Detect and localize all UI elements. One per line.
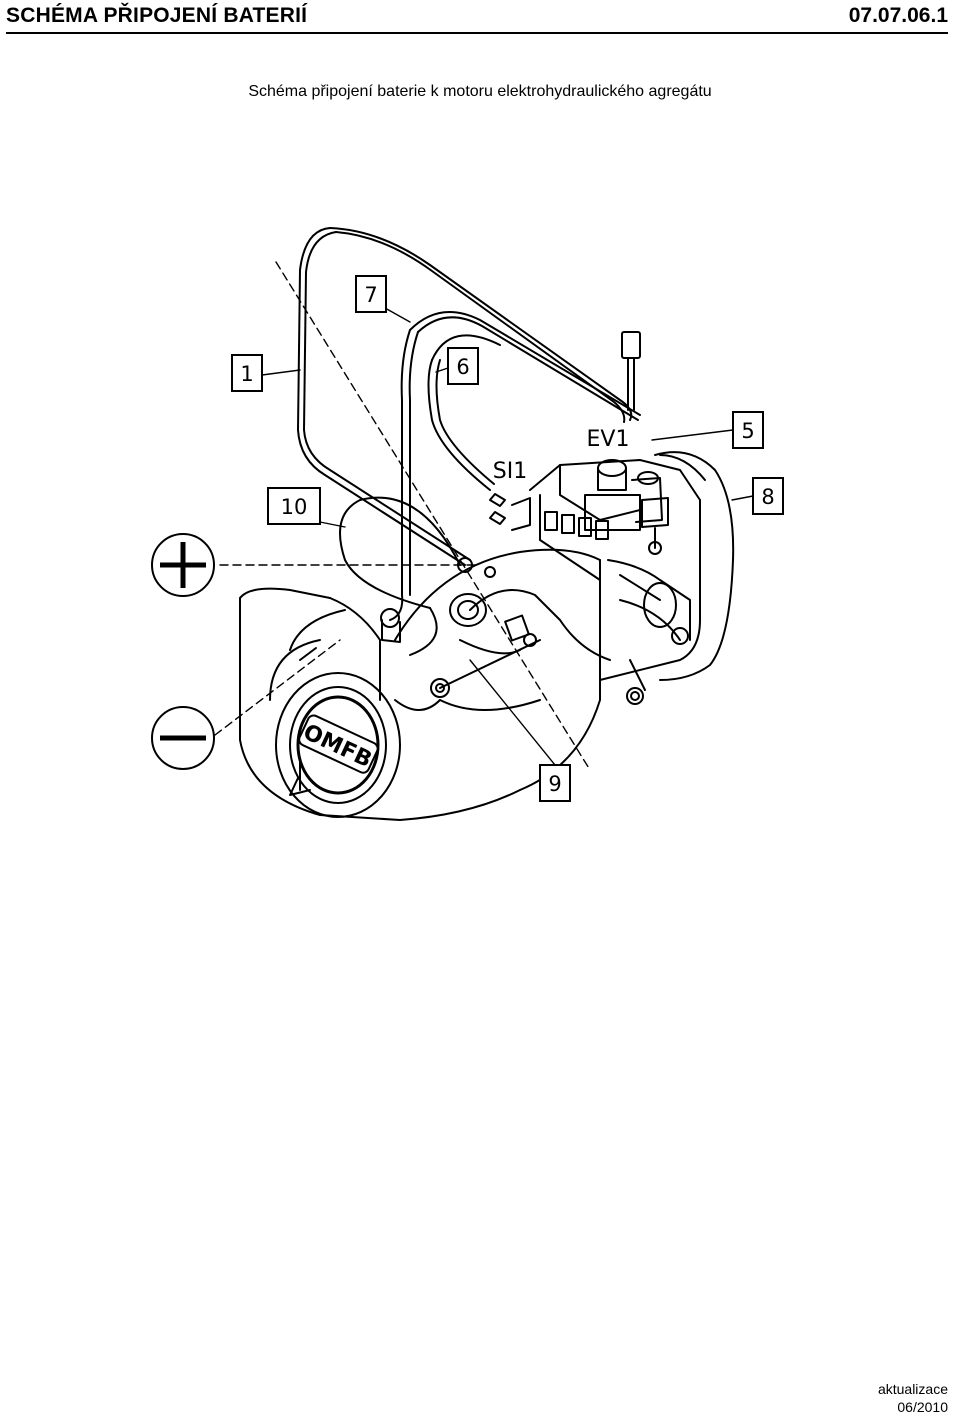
ev1-label: EV1	[587, 427, 630, 452]
motor-logo: OMFB	[298, 714, 379, 774]
page-header: SCHÉMA PŘIPOJENÍ BATERIÍ 07.07.06.1	[6, 2, 948, 34]
pump-block	[529, 459, 701, 705]
callout-9-box	[539, 764, 571, 802]
negative-terminal-icon	[151, 706, 215, 770]
callout-leader-lines	[261, 307, 754, 766]
callout-5-label: 5	[741, 419, 754, 443]
document-number: 07.07.06.1	[848, 4, 948, 27]
dashed-guide-lines	[214, 261, 591, 771]
callout-8-box	[752, 477, 784, 515]
callout-6-label: 6	[456, 355, 469, 379]
callout-10-label: 10	[281, 495, 308, 519]
callout-7-label: 7	[364, 283, 377, 307]
callout-8-label: 8	[761, 485, 774, 509]
solenoid-valve	[584, 459, 669, 555]
footer-update-label: aktualizace	[877, 1381, 948, 1397]
callout-1-box	[231, 354, 263, 392]
callout-6-box	[447, 347, 479, 385]
callout-1-label: 1	[240, 362, 253, 386]
battery-terminals	[151, 533, 215, 770]
page-title: SCHÉMA PŘIPOJENÍ BATERIÍ	[6, 4, 308, 27]
page-footer: aktualizace 06/2010	[878, 1380, 948, 1416]
callout-7-box	[355, 275, 387, 313]
cable-harness	[297, 227, 735, 681]
diagram-subtitle: Schéma připojení baterie k motoru elektr…	[248, 83, 712, 100]
terminal-bolts	[380, 493, 541, 698]
callout-9-label: 9	[548, 772, 561, 796]
motor-body	[239, 548, 601, 821]
callout-10-box	[267, 487, 321, 525]
connector-plug	[621, 331, 641, 411]
positive-terminal-icon	[151, 533, 215, 597]
footer-update-date: 06/2010	[897, 1399, 948, 1415]
si1-label: SI1	[493, 459, 527, 484]
callout-5-box	[732, 411, 764, 449]
callout-boxes	[231, 275, 784, 802]
